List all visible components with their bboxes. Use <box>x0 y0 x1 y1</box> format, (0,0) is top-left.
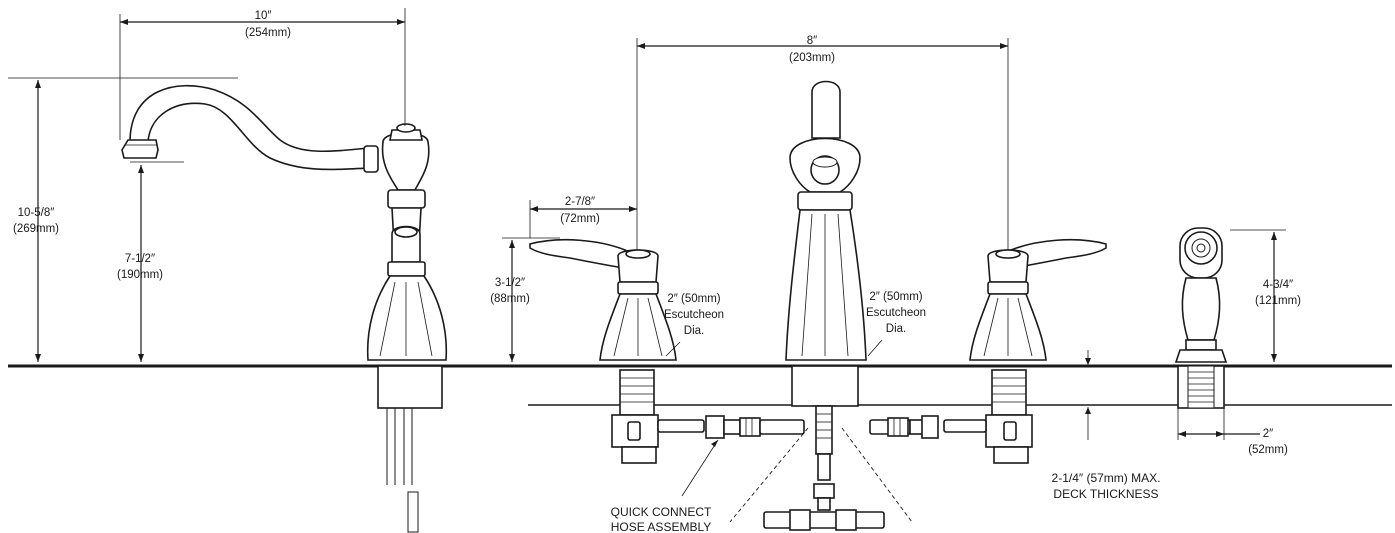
dim-spout-reach-line2: (254mm) <box>245 27 291 39</box>
quick-connect-hoses <box>705 415 939 531</box>
dim-center-spacing: 8″ (203mm) <box>636 35 1009 250</box>
dim-spout-reach-line1: 10″ <box>255 10 272 22</box>
right-handle <box>943 238 1107 464</box>
dim-center-spacing-line2: (203mm) <box>789 52 835 64</box>
dim-handle-height-line1: 3-1/2″ <box>495 277 525 289</box>
note-escutcheon-left-line2: Escutcheon <box>664 309 724 321</box>
note-quick-connect-line1: QUICK CONNECT <box>611 505 712 519</box>
note-quick-connect-line2: HOSE ASSEMBLY <box>611 520 711 533</box>
note-quick-connect: QUICK CONNECT HOSE ASSEMBLY <box>611 439 719 533</box>
dim-overall-height-line2: (269mm) <box>13 223 59 235</box>
dim-center-spacing-line1: 8″ <box>807 35 817 47</box>
note-deck-thickness-line1: 2-1/4″ (57mm) MAX. <box>1052 471 1161 485</box>
dim-overall-height: 10-5/8″ (269mm) <box>8 77 238 362</box>
dim-spout-height-line2: (190mm) <box>117 269 163 281</box>
dim-overall-height-line1: 10-5/8″ <box>18 207 55 219</box>
note-escutcheon-center-line1: 2″ (50mm) <box>869 291 922 303</box>
dim-handle-height: 3-1/2″ (88mm) <box>490 237 560 362</box>
note-escutcheon-center: 2″ (50mm) Escutcheon Dia. <box>866 291 926 357</box>
dim-spray-base: 2″ (52mm) <box>1177 408 1288 456</box>
dim-spout-height-line1: 7-1/2″ <box>125 253 155 265</box>
dim-spout-height: 7-1/2″ (190mm) <box>117 161 184 362</box>
dim-spray-height: 4-3/4″ (121mm) <box>1230 229 1301 362</box>
dim-handle-reach: 2-7/8″ (72mm) <box>529 196 637 238</box>
dim-handle-reach-line1: 2-7/8″ <box>565 196 595 208</box>
note-escutcheon-left-line3: Dia. <box>684 325 704 337</box>
spout-side-view <box>121 84 448 533</box>
note-escutcheon-left-line1: 2″ (50mm) <box>667 293 720 305</box>
note-deck-thickness: 2-1/4″ (57mm) MAX. DECK THICKNESS <box>1052 471 1161 501</box>
dim-deck-thickness-arrows <box>1085 350 1091 440</box>
dim-spray-height-line2: (121mm) <box>1255 295 1301 307</box>
note-escutcheon-center-line2: Escutcheon <box>866 307 926 319</box>
dim-spout-reach: 10″ (254mm) <box>119 8 406 140</box>
side-spray <box>1174 227 1228 409</box>
center-spout <box>785 80 867 481</box>
dim-spray-height-line1: 4-3/4″ <box>1263 279 1293 291</box>
note-deck-thickness-line2: DECK THICKNESS <box>1053 487 1158 501</box>
note-escutcheon-left: 2″ (50mm) Escutcheon Dia. <box>664 293 724 357</box>
dim-handle-reach-line2: (72mm) <box>560 213 600 225</box>
left-handle <box>529 238 705 464</box>
dim-handle-height-line2: (88mm) <box>490 293 530 305</box>
note-escutcheon-center-line3: Dia. <box>886 323 906 335</box>
dim-spray-base-line1: 2″ <box>1263 428 1273 440</box>
dim-spray-base-line2: (52mm) <box>1248 444 1288 456</box>
